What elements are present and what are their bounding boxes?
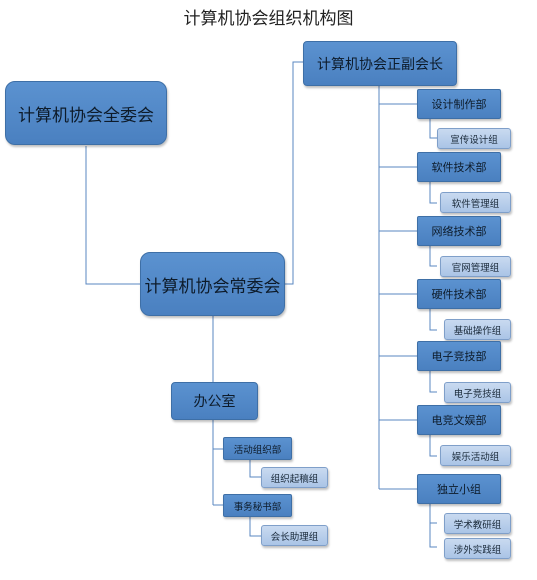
dept-software: 软件技术部 xyxy=(417,152,501,182)
group-network: 官网管理组 xyxy=(440,256,511,277)
chairman-node: 计算机协会正副会长 xyxy=(303,41,457,86)
group-esports: 电子竞技组 xyxy=(444,382,511,403)
connector-full-to-standing xyxy=(85,146,140,285)
group-academic: 学术教研组 xyxy=(444,513,511,534)
standing-committee-node: 计算机协会常委会 xyxy=(140,252,285,316)
group-design: 宣传设计组 xyxy=(437,128,511,149)
office-secretary-dept: 事务秘书部 xyxy=(223,494,292,517)
office-secretary-group: 会长助理组 xyxy=(261,525,328,546)
dept-entertainment: 电竞文娱部 xyxy=(417,405,501,435)
group-entertainment: 娱乐活动组 xyxy=(440,445,511,466)
dept-independent: 独立小组 xyxy=(417,474,501,504)
group-software: 软件管理组 xyxy=(440,192,511,213)
office-activity-group: 组织起稿组 xyxy=(261,467,328,488)
connector-standing-to-chairman xyxy=(285,61,303,285)
dept-design: 设计制作部 xyxy=(417,89,501,119)
office-activity-dept: 活动组织部 xyxy=(223,437,292,460)
full-committee-node: 计算机协会全委会 xyxy=(5,81,167,145)
chart-title: 计算机协会组织机构图 xyxy=(183,9,354,29)
group-hardware: 基础操作组 xyxy=(444,319,511,340)
group-outreach: 涉外实践组 xyxy=(444,538,511,559)
dept-hardware: 硬件技术部 xyxy=(417,279,501,309)
office-node: 办公室 xyxy=(171,382,258,420)
dept-network: 网络技术部 xyxy=(417,216,501,246)
dept-esports: 电子竞技部 xyxy=(417,341,501,371)
